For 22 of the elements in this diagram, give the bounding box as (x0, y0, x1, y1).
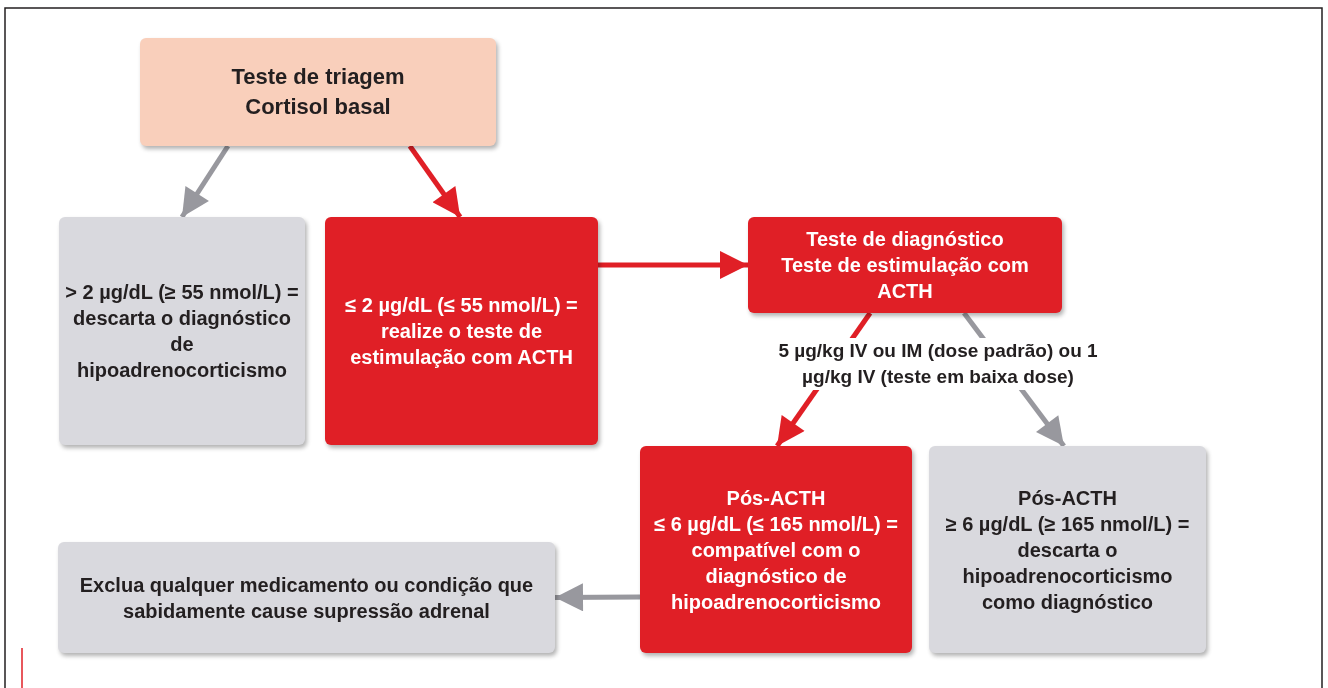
box-text: Exclua qualquer medicamento ou condição que sabidamente cause supressão adrenal (78, 572, 535, 624)
box-text: Cortisol basal (245, 93, 391, 121)
process-box (325, 217, 598, 445)
arrow (179, 144, 231, 219)
box-text: Pós-ACTH (1018, 485, 1117, 511)
box-text: Pós-ACTH (726, 485, 826, 511)
arrow (555, 583, 640, 612)
process-box (748, 217, 1062, 313)
box-text: Teste de diagnóstico (806, 227, 1004, 252)
box-text: ≤ 6 µg/dL (≤ 165 nmol/L) = compatível com o diagnóstico de hipoadrenocorticismo (653, 511, 899, 615)
process-box (640, 446, 912, 653)
box-text: > 2 µg/dL (≥ 55 nmol/L) = descarta o diagnóstico de hipoadrenocorticismo (65, 280, 299, 383)
process-box (59, 217, 305, 445)
box-text: Teste de triagem (231, 63, 405, 91)
box-text: ≤ 2 µg/dL (≤ 55 nmol/L) = realize o teste de estimulação com ACTH (344, 293, 579, 370)
process-box (140, 38, 496, 146)
arrow (407, 144, 463, 219)
arrow (598, 251, 748, 279)
process-box (929, 446, 1206, 653)
box-text: Teste de estimulação com ACTH (780, 253, 1030, 304)
process-box (58, 542, 555, 653)
box-text: ≥ 6 µg/dL (≥ 165 nmol/L) = descarta o hipoadrenocorticismo como diagnóstico (944, 511, 1191, 615)
